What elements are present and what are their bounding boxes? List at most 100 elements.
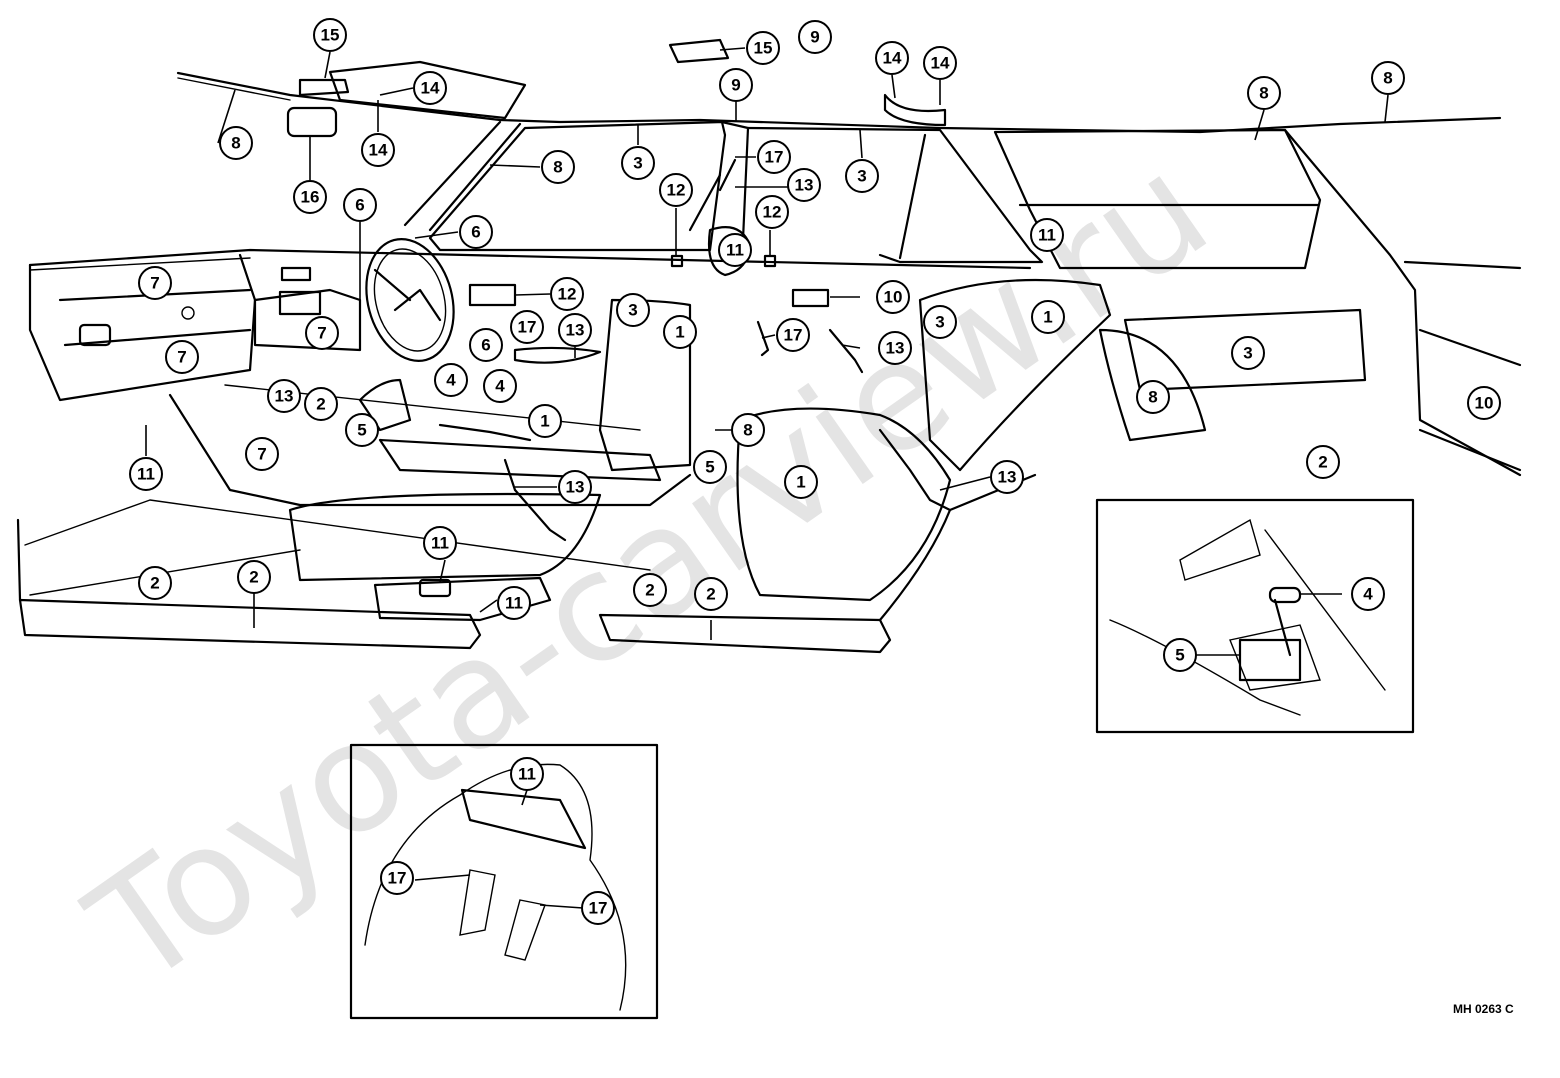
callout-11[interactable]: 11 [1030,218,1064,252]
callout-6[interactable]: 6 [343,188,377,222]
svg-text:12: 12 [558,285,577,304]
callout-2[interactable]: 2 [1306,445,1340,479]
svg-text:11: 11 [137,465,155,484]
svg-text:1: 1 [675,323,684,342]
callout-17[interactable]: 17 [581,891,615,925]
callout-1[interactable]: 1 [1031,300,1065,334]
callout-17[interactable]: 17 [510,310,544,344]
svg-text:8: 8 [1148,388,1157,407]
svg-text:6: 6 [481,336,490,355]
callout-7[interactable]: 7 [165,340,199,374]
callout-13[interactable]: 13 [787,168,821,202]
callout-17[interactable]: 17 [757,140,791,174]
callout-11[interactable]: 11 [129,457,163,491]
callout-4[interactable]: 4 [434,363,468,397]
svg-text:11: 11 [431,534,449,553]
callout-3[interactable]: 3 [621,146,655,180]
callout-2[interactable]: 2 [138,566,172,600]
callout-11[interactable]: 11 [423,526,457,560]
svg-text:5: 5 [705,458,714,477]
callout-6[interactable]: 6 [459,215,493,249]
callout-2[interactable]: 2 [237,560,271,594]
callout-12[interactable]: 12 [550,277,584,311]
callout-7[interactable]: 7 [305,316,339,350]
svg-text:6: 6 [355,196,364,215]
callout-11[interactable]: 11 [497,586,531,620]
svg-text:1: 1 [1043,308,1052,327]
svg-text:13: 13 [566,478,585,497]
callout-15[interactable]: 15 [313,18,347,52]
callout-5[interactable]: 5 [345,413,379,447]
svg-text:10: 10 [884,288,903,307]
svg-text:17: 17 [388,869,407,888]
callout-8[interactable]: 8 [1136,380,1170,414]
inset-shifter-detail [1095,498,1415,734]
callout-8[interactable]: 8 [541,150,575,184]
callout-6[interactable]: 6 [469,328,503,362]
callout-8[interactable]: 8 [1371,61,1405,95]
callout-13[interactable]: 13 [267,379,301,413]
svg-text:2: 2 [645,581,654,600]
callout-17[interactable]: 17 [776,318,810,352]
callout-14[interactable]: 14 [361,133,395,167]
svg-text:16: 16 [301,188,320,207]
callout-15[interactable]: 15 [746,31,780,65]
watermark: Toyota-carview.ru [60,122,1238,1020]
callout-3[interactable]: 3 [616,293,650,327]
callout-13[interactable]: 13 [558,470,592,504]
svg-text:8: 8 [231,134,240,153]
callout-9[interactable]: 9 [719,68,753,102]
callout-2[interactable]: 2 [304,387,338,421]
callout-11[interactable]: 11 [718,233,752,267]
callout-10[interactable]: 10 [1467,386,1501,420]
callout-11[interactable]: 11 [510,757,544,791]
svg-text:7: 7 [150,274,159,293]
callout-14[interactable]: 14 [413,71,447,105]
callout-4[interactable]: 4 [1351,577,1385,611]
callout-13[interactable]: 13 [558,313,592,347]
callout-8[interactable]: 8 [219,126,253,160]
svg-text:8: 8 [1383,69,1392,88]
callout-3[interactable]: 3 [923,305,957,339]
callout-2[interactable]: 2 [633,573,667,607]
svg-text:2: 2 [316,395,325,414]
callout-10[interactable]: 10 [876,280,910,314]
callout-9[interactable]: 9 [798,20,832,54]
callout-13[interactable]: 13 [878,331,912,365]
svg-text:6: 6 [471,223,480,242]
callout-4[interactable]: 4 [483,369,517,403]
svg-text:8: 8 [553,158,562,177]
svg-text:17: 17 [589,899,608,918]
svg-text:17: 17 [784,326,803,345]
callout-14[interactable]: 14 [875,41,909,75]
callout-13[interactable]: 13 [990,460,1024,494]
svg-text:2: 2 [706,585,715,604]
callout-2[interactable]: 2 [694,577,728,611]
leader-lines [145,47,1389,909]
callout-7[interactable]: 7 [245,437,279,471]
svg-text:9: 9 [810,28,819,47]
callout-16[interactable]: 16 [293,180,327,214]
callout-3[interactable]: 3 [1231,336,1265,370]
svg-text:5: 5 [357,421,366,440]
car-interior-drawing [16,38,1522,654]
callout-5[interactable]: 5 [1163,638,1197,672]
callout-12[interactable]: 12 [755,195,789,229]
callout-17[interactable]: 17 [380,861,414,895]
callout-1[interactable]: 1 [784,465,818,499]
callout-7[interactable]: 7 [138,266,172,300]
svg-text:3: 3 [857,167,866,186]
svg-text:11: 11 [726,241,744,260]
callout-8[interactable]: 8 [1247,76,1281,110]
callout-8[interactable]: 8 [731,413,765,447]
callout-1[interactable]: 1 [663,315,697,349]
callout-3[interactable]: 3 [845,159,879,193]
callout-12[interactable]: 12 [659,173,693,207]
callouts: 15 15 9 9 14 14 14 14 8 8 8 8 8 8 16 3 3… [129,18,1501,925]
svg-text:12: 12 [763,203,782,222]
svg-text:13: 13 [886,339,905,358]
callout-1[interactable]: 1 [528,404,562,438]
callout-5[interactable]: 5 [693,450,727,484]
callout-14[interactable]: 14 [923,46,957,80]
